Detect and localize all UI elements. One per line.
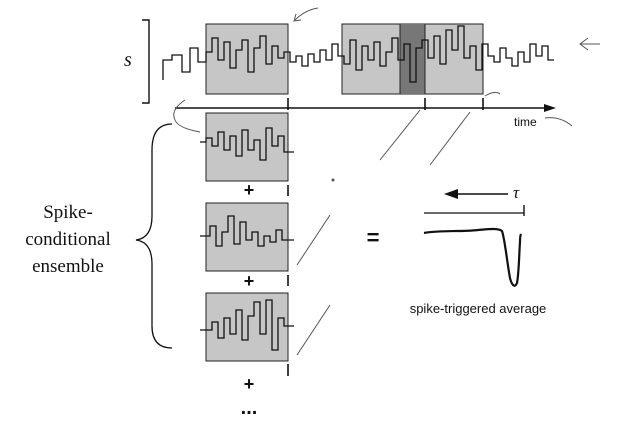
ensemble-trace-1 xyxy=(200,127,294,161)
ensemble-window-2 xyxy=(205,202,289,272)
spike-triggered-average-curve xyxy=(423,227,523,287)
pen-stroke-time xyxy=(544,117,573,127)
pen-arrow-right xyxy=(579,37,600,51)
pen-stroke-bottom xyxy=(484,91,501,97)
stimulus-trace xyxy=(162,25,554,83)
time-axis-label: time xyxy=(514,115,537,129)
ensemble-plus-2: + xyxy=(244,271,255,291)
ensemble-trace-3 xyxy=(200,299,294,351)
ensemble-ellipsis: ... xyxy=(241,397,258,419)
pen-dot xyxy=(331,178,335,182)
pen-line-3 xyxy=(296,214,331,266)
stimulus-symbol: s xyxy=(124,49,132,71)
ensemble-label-group: Spike- conditional ensemble xyxy=(25,123,173,349)
pen-stroke-top xyxy=(294,7,319,21)
ensemble-member-2: + xyxy=(200,202,294,291)
ensemble-label-line-2: conditional xyxy=(25,229,110,250)
stimulus-bracket xyxy=(142,19,150,104)
tau-label: τ xyxy=(513,183,520,202)
ensemble-member-3: + xyxy=(200,292,294,394)
tau-arrowhead xyxy=(444,189,458,199)
pen-line-2 xyxy=(429,111,471,166)
spike-window-1 xyxy=(205,23,289,95)
time-axis-arrowhead xyxy=(544,104,556,112)
pen-line-1 xyxy=(379,109,421,161)
ensemble-plus-1: + xyxy=(244,180,255,200)
equals-sign: = xyxy=(367,225,380,250)
ensemble-trace-2 xyxy=(200,215,294,247)
sta-caption: spike-triggered average xyxy=(410,301,547,316)
ensemble-window-1 xyxy=(205,112,289,182)
pen-curve-left xyxy=(173,99,201,133)
annotation-marks xyxy=(173,7,600,356)
ensemble-label-line-1: Spike- xyxy=(43,202,93,223)
pen-line-4 xyxy=(296,304,331,356)
ensemble-brace xyxy=(135,123,173,349)
ensemble-plus-3: + xyxy=(244,374,255,394)
stimulus-panel: s time xyxy=(124,19,556,129)
ensemble-label-line-3: ensemble xyxy=(32,256,104,277)
spike-triggered-average-panel: τ spike-triggered average xyxy=(410,183,547,316)
ensemble-member-1: + xyxy=(200,112,294,200)
pen-arrowhead-top xyxy=(293,13,302,22)
